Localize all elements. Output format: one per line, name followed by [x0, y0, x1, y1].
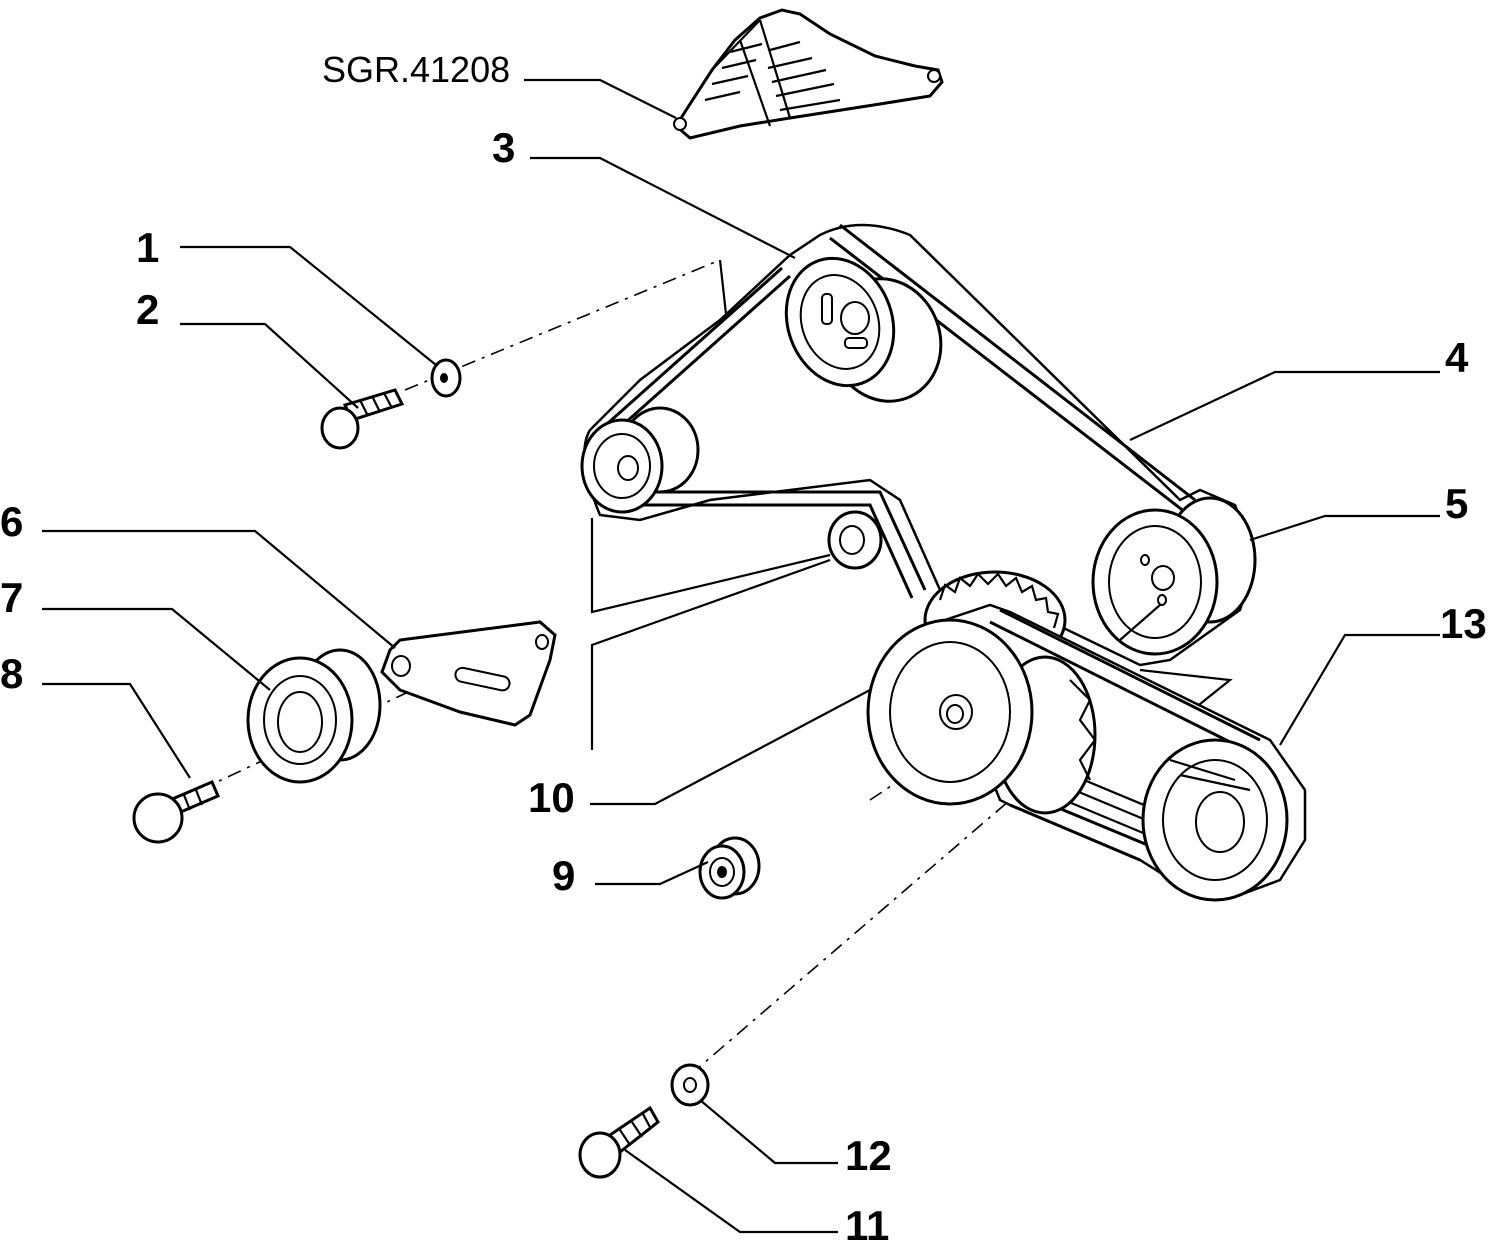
idler-pulley-small-part	[827, 510, 883, 570]
bolt-8-part	[132, 780, 220, 844]
tensioner-pulley-part	[246, 648, 382, 784]
callout-6: 6	[0, 498, 23, 545]
bolt-2-part	[320, 388, 405, 450]
axis-line-upper	[404, 259, 721, 391]
callout-7: 7	[0, 574, 23, 621]
water-pump-pulley-part	[1091, 496, 1257, 656]
callout-12: 12	[845, 1132, 892, 1179]
callout-3: 3	[492, 124, 515, 171]
bolt-11-part	[578, 1105, 660, 1179]
leader-lines	[42, 156, 1440, 1234]
washer-12-part	[670, 1063, 710, 1107]
washer-1-part	[430, 358, 462, 398]
callout-10: 10	[528, 774, 575, 821]
callout-1: 1	[136, 224, 159, 271]
callout-9: 9	[552, 852, 575, 899]
leader-line-ref	[524, 78, 677, 119]
crankshaft-pulley-part	[866, 618, 1097, 815]
alternator-pulley-part	[1141, 738, 1289, 902]
reference-code-label: SGR.41208	[322, 49, 510, 90]
callout-13: 13	[1440, 600, 1487, 647]
callout-8: 8	[0, 650, 23, 697]
nut-9-part	[698, 836, 761, 900]
tensioner-bracket-part	[380, 620, 557, 727]
idler-pulley-left-part	[580, 406, 700, 514]
callout-11: 11	[845, 1202, 889, 1242]
callout-4: 4	[1445, 334, 1469, 381]
camshaft-pulley-part	[784, 256, 943, 403]
callout-2: 2	[136, 286, 159, 333]
belt-cover-part	[673, 8, 944, 140]
callout-5: 5	[1445, 480, 1468, 527]
